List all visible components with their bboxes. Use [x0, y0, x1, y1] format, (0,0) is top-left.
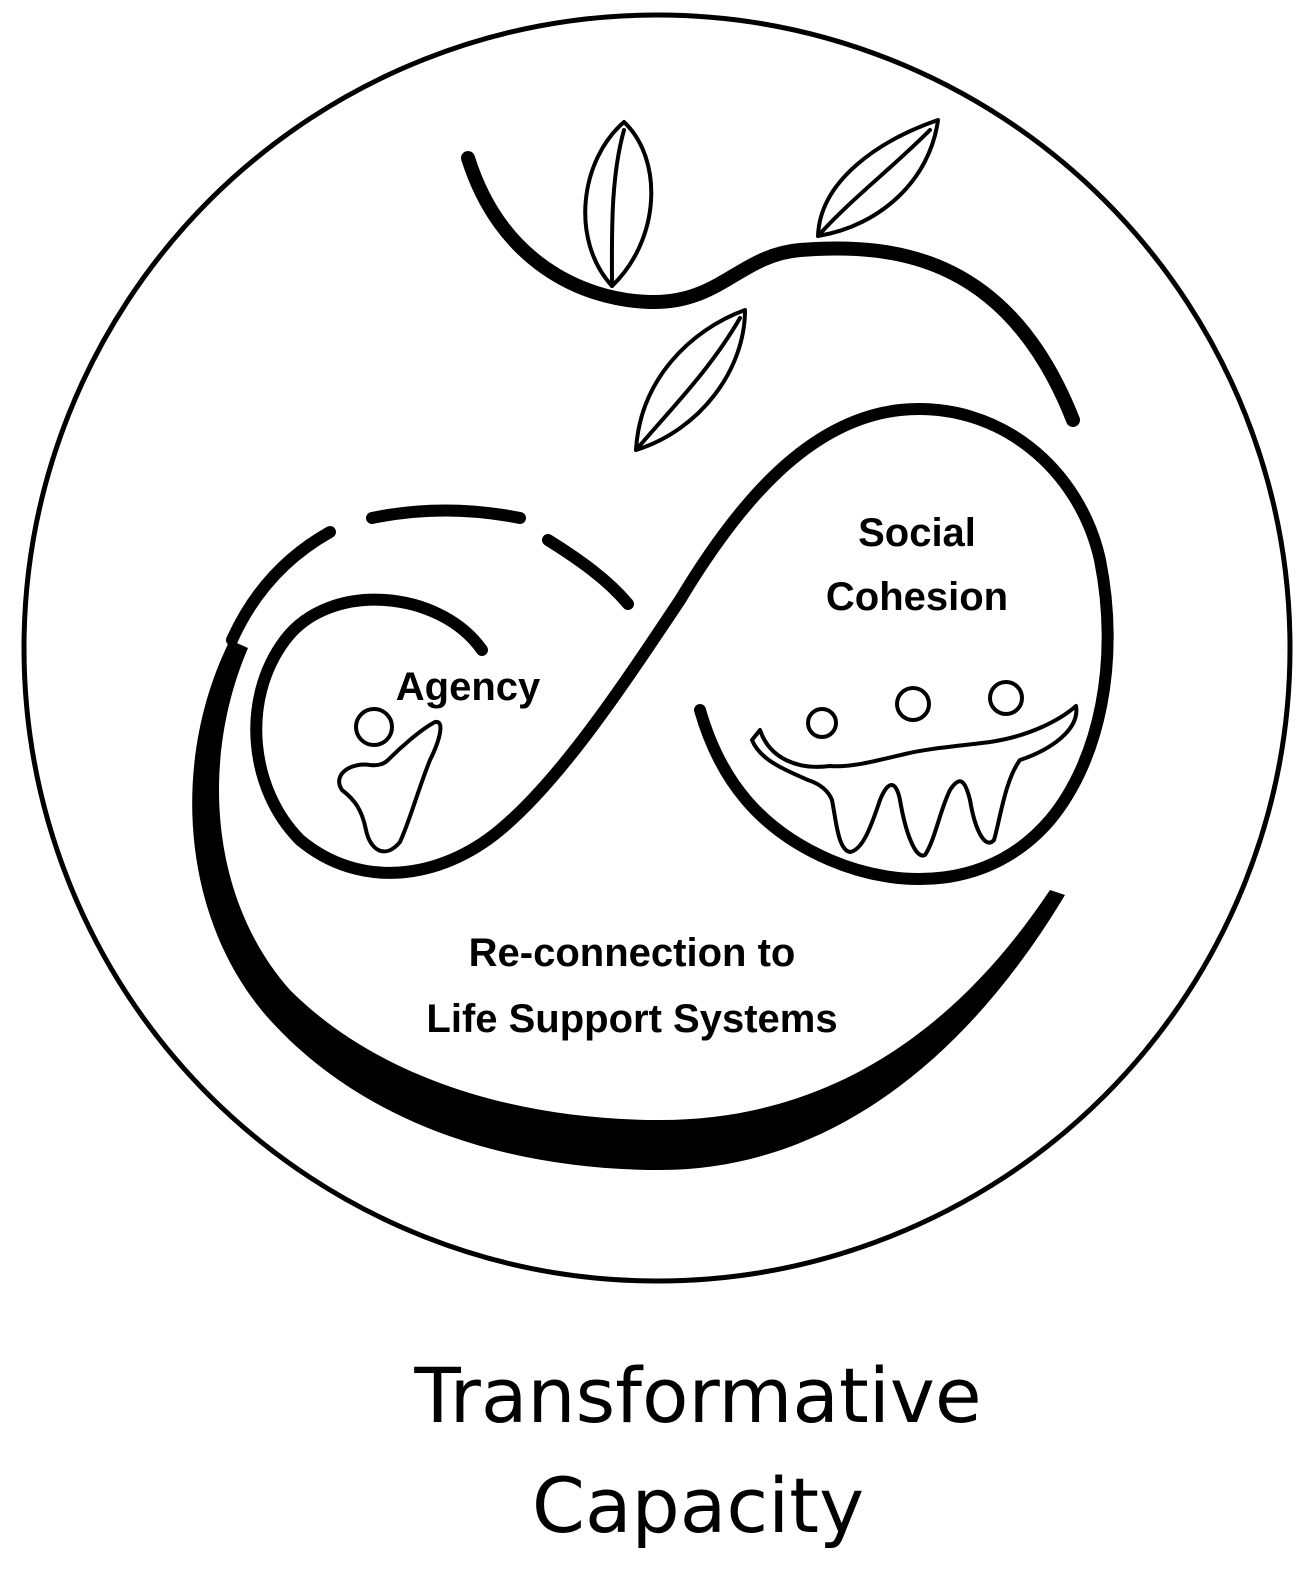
caption-line1: Transformative [413, 1351, 981, 1440]
vine-stem [461, 151, 1080, 427]
infinity-loop-icon [226, 403, 1114, 886]
caption-line2: Capacity [532, 1461, 864, 1550]
label-reconnection-line2: Life Support Systems [426, 997, 837, 1041]
label-social: Social [858, 511, 976, 555]
person-icon [337, 707, 443, 854]
leaf-icon [583, 120, 654, 288]
label-reconnection-line1: Re-connection to [469, 931, 796, 975]
outer-circle [21, 12, 1293, 1284]
outer-swoosh [192, 640, 1066, 1170]
group-of-people-icon [750, 680, 1079, 858]
leaf-icon [816, 118, 940, 238]
label-agency: Agency [396, 665, 541, 709]
leaf-icon [634, 308, 747, 452]
label-cohesion: Cohesion [826, 575, 1008, 619]
